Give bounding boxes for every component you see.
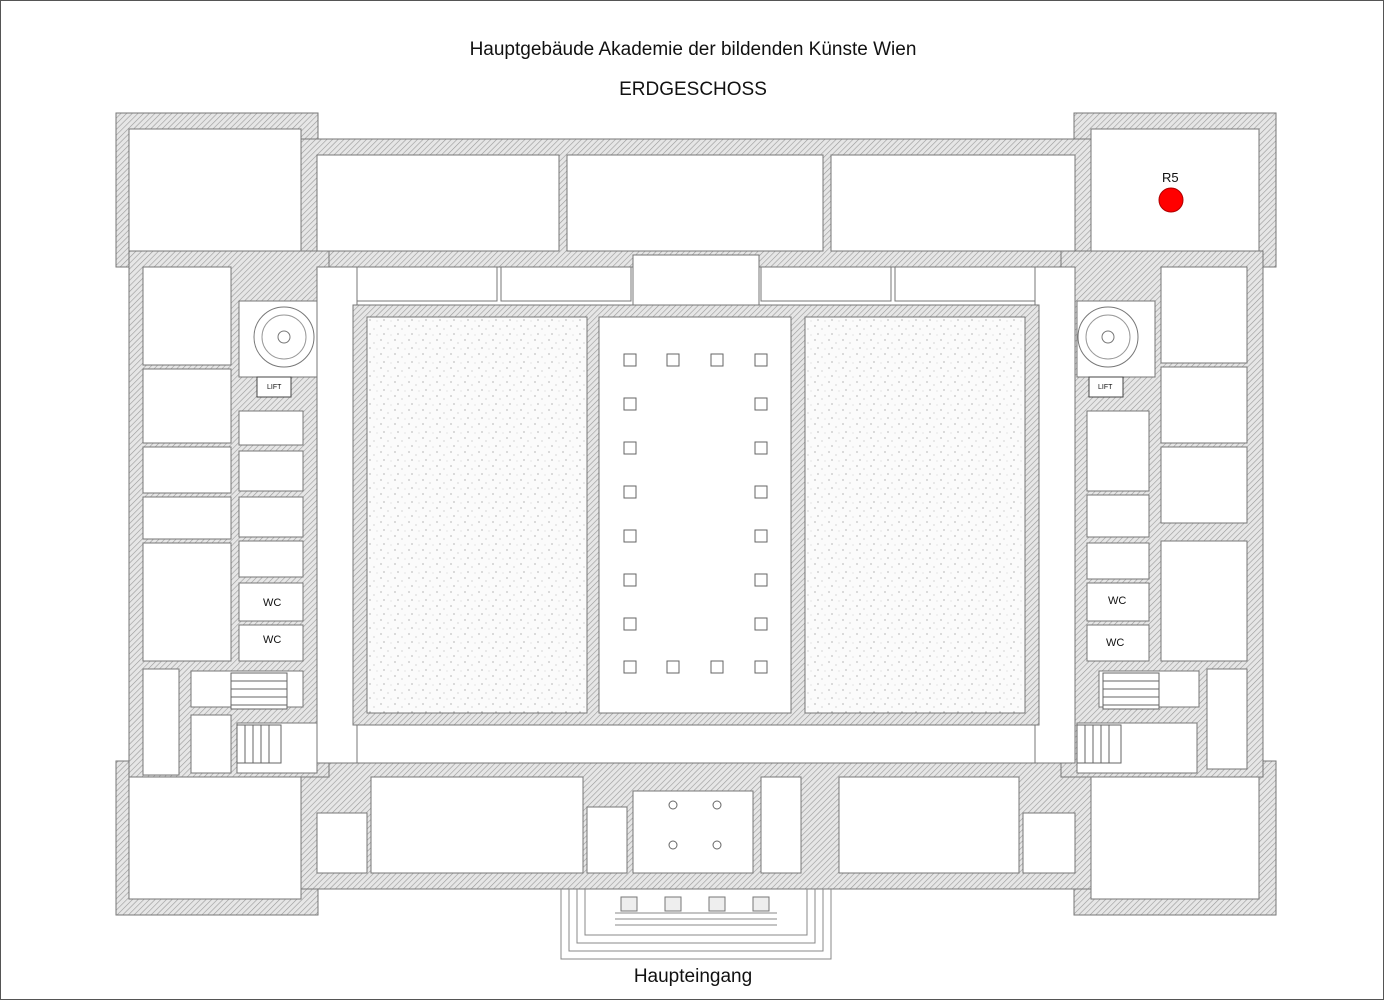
column — [754, 485, 768, 499]
central-hall — [598, 316, 792, 714]
hall-columns — [623, 353, 768, 674]
column — [754, 529, 768, 543]
portico-pillar — [664, 896, 682, 912]
column — [623, 617, 637, 631]
column — [754, 397, 768, 411]
portico-pillar — [708, 896, 726, 912]
column — [710, 660, 724, 674]
column — [712, 800, 722, 810]
column — [623, 660, 637, 674]
entrance-steps — [560, 889, 832, 960]
room-marker-r5[interactable]: R5 — [1158, 170, 1184, 213]
lift-label: LIFT — [1098, 384, 1113, 391]
column — [666, 660, 680, 674]
wc-label: WC — [263, 597, 281, 609]
entrance-label: Haupteingang — [633, 966, 753, 987]
column — [754, 660, 768, 674]
column — [623, 397, 637, 411]
courtyard-left — [366, 316, 588, 714]
portico-pillar — [752, 896, 770, 912]
column — [623, 573, 637, 587]
portico-columns — [620, 800, 770, 912]
column — [754, 441, 768, 455]
wc-label: WC — [1106, 637, 1124, 649]
column — [754, 353, 768, 367]
floor-label: ERDGESCHOSS — [619, 79, 767, 100]
column — [754, 617, 768, 631]
column — [623, 485, 637, 499]
lifts: LIFT LIFT — [256, 376, 1124, 398]
wc-label: WC — [263, 634, 281, 646]
column — [623, 441, 637, 455]
column — [712, 840, 722, 850]
wc-rooms: WC WC WC WC — [263, 595, 1126, 649]
column — [754, 573, 768, 587]
column — [710, 353, 724, 367]
lift-label: LIFT — [267, 384, 282, 391]
portico-pillar — [620, 896, 638, 912]
column — [668, 840, 678, 850]
column — [666, 353, 680, 367]
left-wing-rooms — [142, 266, 318, 776]
corridors — [316, 266, 1076, 764]
location-marker-dot[interactable] — [1158, 187, 1184, 213]
straight-staircases — [230, 672, 1160, 764]
column — [623, 529, 637, 543]
wc-label: WC — [1108, 595, 1126, 607]
marker-label: R5 — [1162, 170, 1179, 185]
spiral-staircases — [253, 306, 1139, 368]
courtyard-right — [804, 316, 1026, 714]
central-block — [352, 254, 1040, 726]
column — [623, 353, 637, 367]
column — [668, 800, 678, 810]
map-title: Hauptgebäude Akademie der bildenden Küns… — [469, 39, 917, 60]
